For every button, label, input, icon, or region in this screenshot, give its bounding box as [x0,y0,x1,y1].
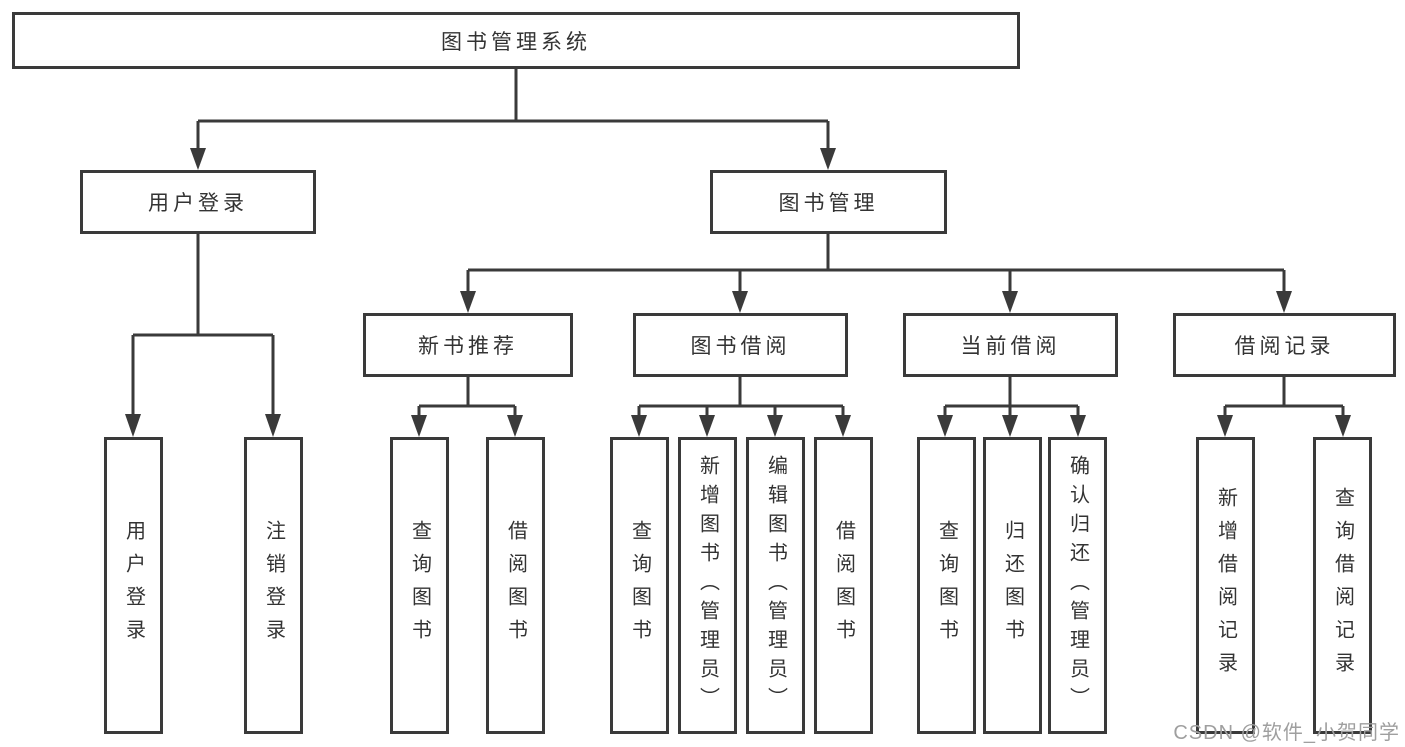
leaf-label: 新增借阅记录 [1214,486,1237,685]
leaf-label: 确认归还（管理员） [1066,455,1089,716]
node-leaf-borrow-books-2: 借阅图书 [814,437,873,734]
leaf-label: 查询图书 [935,519,958,652]
node-leaf-return-books: 归还图书 [983,437,1042,734]
node-leaf-add-books-admin: 新增图书（管理员） [678,437,737,734]
node-library-management-system: 图书管理系统 [12,12,1020,69]
leaf-label: 新增图书（管理员） [696,455,719,716]
node-leaf-borrow-books-1: 借阅图书 [486,437,545,734]
leaf-label: 查询图书 [628,519,651,652]
node-leaf-query-books-1: 查询图书 [390,437,449,734]
node-borrowing-records: 借阅记录 [1173,313,1396,377]
leaf-label: 用户登录 [122,519,145,652]
leaf-label: 借阅图书 [504,519,527,652]
node-leaf-edit-books-admin: 编辑图书（管理员） [746,437,805,734]
node-current-borrowing: 当前借阅 [903,313,1118,377]
csdn-watermark: CSDN @软件_小贺同学 [1173,722,1400,744]
leaf-label: 借阅图书 [832,519,855,652]
leaf-label: 查询图书 [408,519,431,652]
leaf-label: 查询借阅记录 [1331,486,1354,685]
leaf-label: 归还图书 [1001,519,1024,652]
node-leaf-confirm-return-admin: 确认归还（管理员） [1048,437,1107,734]
node-new-book-recommend: 新书推荐 [363,313,573,377]
node-leaf-logout: 注销登录 [244,437,303,734]
leaf-label: 注销登录 [262,519,285,652]
node-leaf-query-books-3: 查询图书 [917,437,976,734]
leaf-label: 编辑图书（管理员） [764,455,787,716]
node-leaf-add-borrow-record: 新增借阅记录 [1196,437,1255,734]
node-book-borrowing: 图书借阅 [633,313,848,377]
node-leaf-query-borrow-record: 查询借阅记录 [1313,437,1372,734]
node-book-management: 图书管理 [710,170,947,234]
node-leaf-query-books-2: 查询图书 [610,437,669,734]
node-leaf-user-login: 用户登录 [104,437,163,734]
node-user-login: 用户登录 [80,170,316,234]
